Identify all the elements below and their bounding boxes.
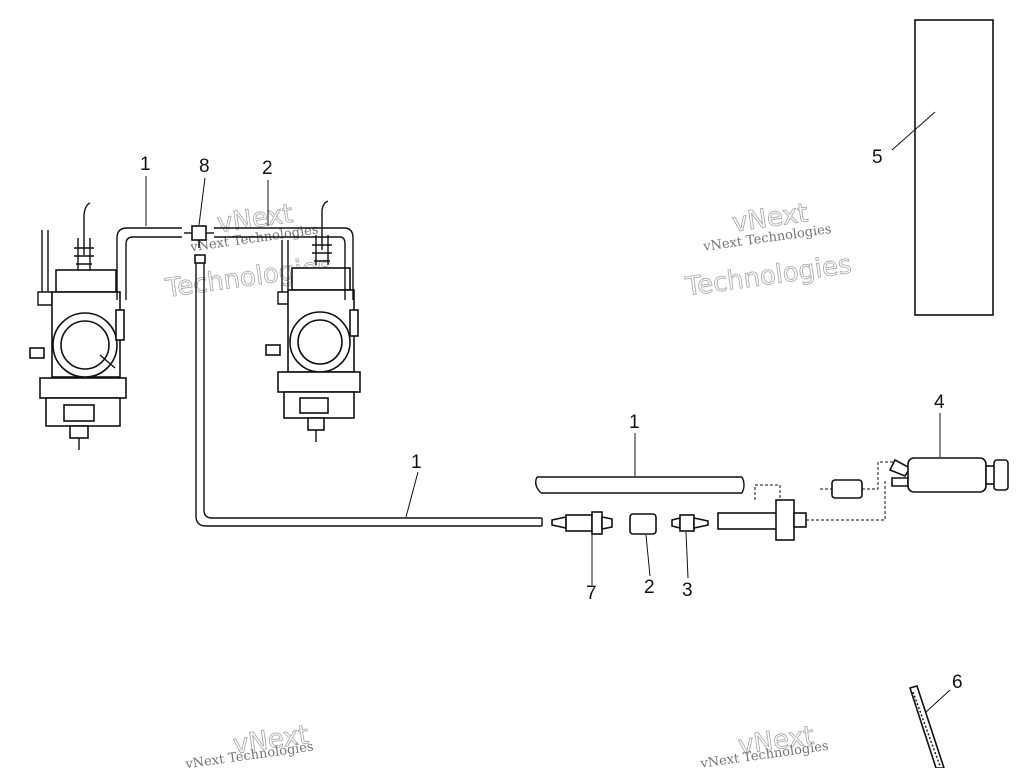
primer-pump-icon [888, 457, 1009, 493]
carburetor-right-icon [265, 200, 361, 442]
leader-5 [891, 111, 936, 151]
carburetor-left-icon [29, 202, 127, 450]
part-5-panel [914, 19, 994, 316]
tee-fitting-8 [184, 225, 214, 248]
callout-2-top: 2 [262, 158, 273, 179]
callout-6: 6 [952, 672, 963, 693]
leader-6 [925, 689, 951, 713]
coupler-2 [629, 513, 657, 535]
leader-8 [198, 177, 206, 226]
fitting-3 [671, 514, 709, 532]
fitting-7 [551, 511, 613, 535]
callout-8: 8 [199, 156, 210, 177]
tie-strap-6 [908, 685, 945, 768]
leader-1-mid [405, 471, 419, 518]
callout-7: 7 [586, 583, 597, 604]
callout-4: 4 [934, 392, 945, 413]
watermark-group: Technologies vNext vNext Technologies Te… [163, 198, 854, 768]
callout-3: 3 [682, 580, 693, 601]
fuel-filter-icon [717, 461, 898, 541]
callout-2-bottom: 2 [644, 577, 655, 598]
hose-1-right [534, 476, 745, 494]
callout-5: 5 [872, 147, 883, 168]
callout-1-mid: 1 [411, 452, 422, 473]
watermark-large: Technologies [683, 250, 854, 303]
hose-2-top [214, 227, 354, 300]
hose-1-top [116, 227, 182, 300]
callout-1-right: 1 [629, 412, 640, 433]
hose-1-long [195, 258, 542, 527]
callout-1-top: 1 [140, 154, 151, 175]
leader-2-bottom [645, 534, 651, 577]
leader-3 [685, 531, 689, 579]
